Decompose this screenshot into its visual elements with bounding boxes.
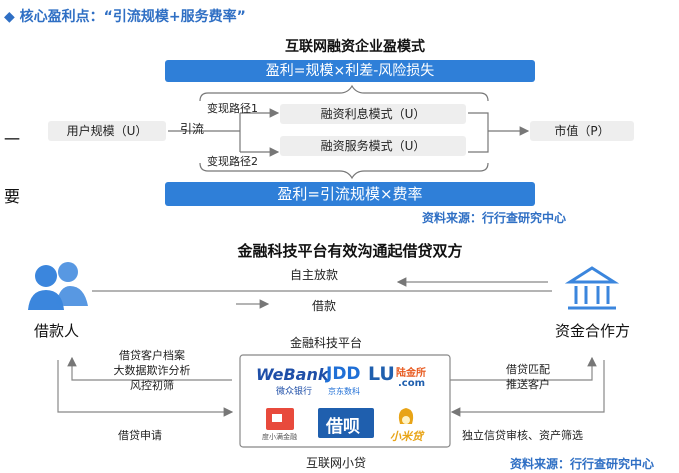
page-title: ◆ 核心盈利点：“引流规模+服务费率” <box>4 9 246 25</box>
internet-loans-label: 互联网小贷 <box>306 456 367 470</box>
path-2-label: 变现路径2 <box>207 155 258 168</box>
webank-logo: WeBank <box>256 365 329 384</box>
jiebei-logo-tile <box>318 408 374 438</box>
bank-icon <box>564 266 620 310</box>
lu-cn-label: 陆金所 <box>396 368 426 379</box>
bottom-source-note: 资料来源：行行查研究中心 <box>510 457 655 471</box>
left-service-item: 风控初筛 <box>130 379 174 392</box>
top-source-note: 资料来源：行行查研究中心 <box>422 211 567 225</box>
independent-review-label: 独立信贷审核、资产筛选 <box>462 429 583 442</box>
top-connectors <box>168 84 530 180</box>
loan-label: 借款 <box>312 299 337 313</box>
formula-bottom-bar: 盈利=引流规模×费率 <box>165 182 535 206</box>
webank-cn-label: 微众银行 <box>276 387 313 397</box>
user-scale-box: 用户规模（U） <box>48 121 166 141</box>
right-service-item: 推送客户 <box>506 378 550 391</box>
du-xiaoman-label: 度小满金融 <box>262 433 297 441</box>
jd-logo: JDD <box>326 364 361 384</box>
right-services-list: 借贷匹配 推送客户 <box>498 362 558 392</box>
lu-logo: LU <box>368 363 395 385</box>
funder-label: 资金合作方 <box>555 322 631 340</box>
left-services-list: 借贷客户档案 大数据欺诈分析 风控初筛 <box>106 348 198 393</box>
xiaomi-loan-logo: 小米贷 <box>390 430 423 443</box>
jd-cn-label: 京东数科 <box>328 387 360 396</box>
du-xiaoman-logo-icon <box>266 408 294 430</box>
platform-label: 金融科技平台 <box>290 336 363 350</box>
self-lending-label: 自主放款 <box>290 268 339 282</box>
bottom-diagram-heading: 金融科技平台有效沟通起借贷双方 <box>237 242 463 260</box>
formula-top-bar: 盈利=规模×利差-风险损失 <box>165 60 535 82</box>
left-service-item: 大数据欺诈分析 <box>113 364 191 377</box>
top-diagram-heading: 互联网融资企业盈模式 <box>285 39 425 55</box>
path-1-label: 变现路径1 <box>207 102 258 115</box>
traffic-label: 引流 <box>180 122 205 136</box>
right-service-item: 借贷匹配 <box>506 363 550 376</box>
side-char-1: 一 <box>4 130 21 149</box>
borrower-icon <box>28 262 88 310</box>
bottom-connectors <box>57 277 605 417</box>
xiaomi-loan-bag-icon <box>398 408 414 424</box>
lu-com-label: .com <box>398 378 426 389</box>
market-value-box: 市值（P） <box>530 121 634 141</box>
interest-mode-box: 融资利息模式（U） <box>280 104 466 124</box>
service-mode-box: 融资服务模式（U） <box>280 136 466 156</box>
borrower-label: 借款人 <box>34 322 80 340</box>
jiebei-logo: 借呗 <box>326 417 360 437</box>
loan-application-label: 借贷申请 <box>118 429 162 442</box>
side-char-2: 要 <box>4 187 21 206</box>
left-service-item: 借贷客户档案 <box>119 349 185 362</box>
